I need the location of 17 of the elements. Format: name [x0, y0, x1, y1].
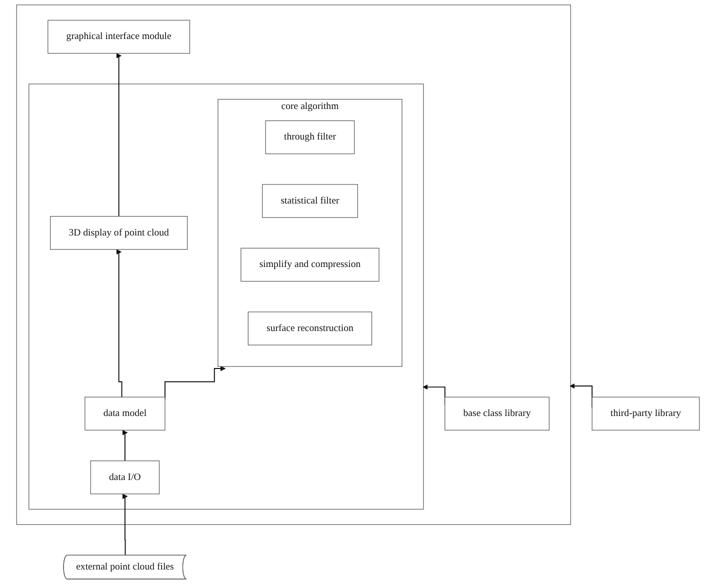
node-box: data I/O [90, 460, 160, 494]
node-box: data model [84, 396, 166, 430]
arrow [164, 366, 226, 400]
node-box: base class library [444, 396, 550, 430]
node-box: simplify and compression [240, 248, 380, 282]
node-box: statistical filter [262, 184, 358, 218]
cluster [16, 4, 571, 525]
arrow [122, 430, 128, 462]
node-box: surface reconstruction [248, 312, 372, 346]
node-box: 3D display of point cloud [50, 216, 188, 250]
arrow [122, 494, 128, 556]
node-box: through filter [265, 120, 355, 154]
node-box: third-party library [592, 396, 700, 430]
node-box: graphical interface module [48, 20, 190, 54]
arrow [116, 249, 122, 398]
arrow [116, 53, 122, 217]
cluster [28, 84, 424, 510]
